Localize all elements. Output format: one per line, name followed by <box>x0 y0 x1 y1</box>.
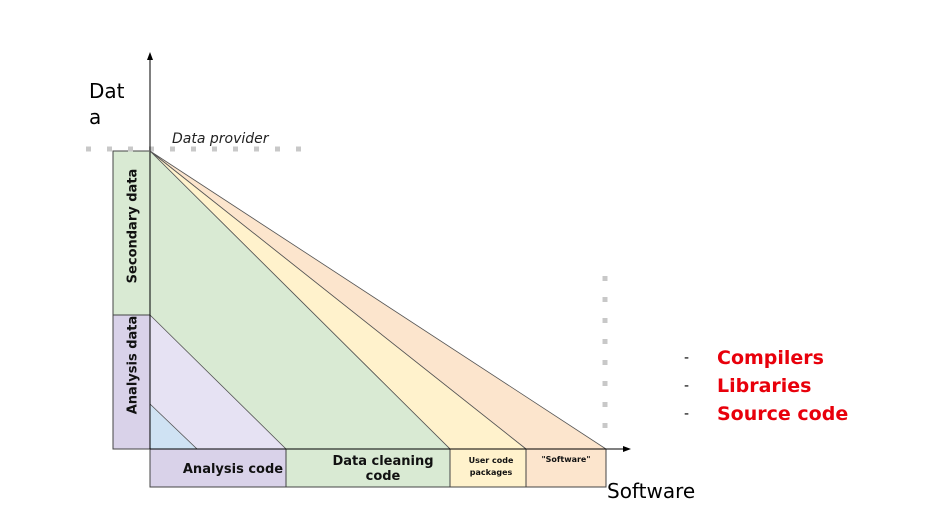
y-axis-label: Data <box>89 79 125 129</box>
list-item: - Source code <box>684 400 848 428</box>
secondary-data-box <box>112 150 151 316</box>
data-cleaning-box <box>285 448 451 488</box>
list-bullet: - <box>684 350 690 366</box>
data-provider-label: Data provider <box>172 131 269 147</box>
user-code-box <box>449 448 527 488</box>
list-bullet: - <box>684 406 690 422</box>
x-axis-label: Software <box>607 479 696 503</box>
list-item: - Libraries <box>684 372 848 400</box>
software-label: "Software" <box>541 454 591 464</box>
y-axis-arrow <box>147 52 153 60</box>
user-code-packages-label: User code packages <box>468 456 514 477</box>
secondary-data-label: Secondary data <box>125 168 141 284</box>
list-item-label: Libraries <box>717 375 812 397</box>
data-cleaning-code-label: Data cleaning code <box>332 454 434 484</box>
list-item-label: Compilers <box>717 347 824 369</box>
software-components-list: - Compilers - Libraries - Source code <box>684 344 848 428</box>
analysis-data-label: Analysis data <box>125 315 141 415</box>
x-axis-arrow <box>623 446 631 452</box>
analysis-code-label: Analysis code <box>182 461 284 477</box>
analysis-data-box <box>112 314 151 450</box>
list-item-label: Source code <box>717 403 849 425</box>
list-item: - Compilers <box>684 344 848 372</box>
list-bullet: - <box>684 378 690 394</box>
